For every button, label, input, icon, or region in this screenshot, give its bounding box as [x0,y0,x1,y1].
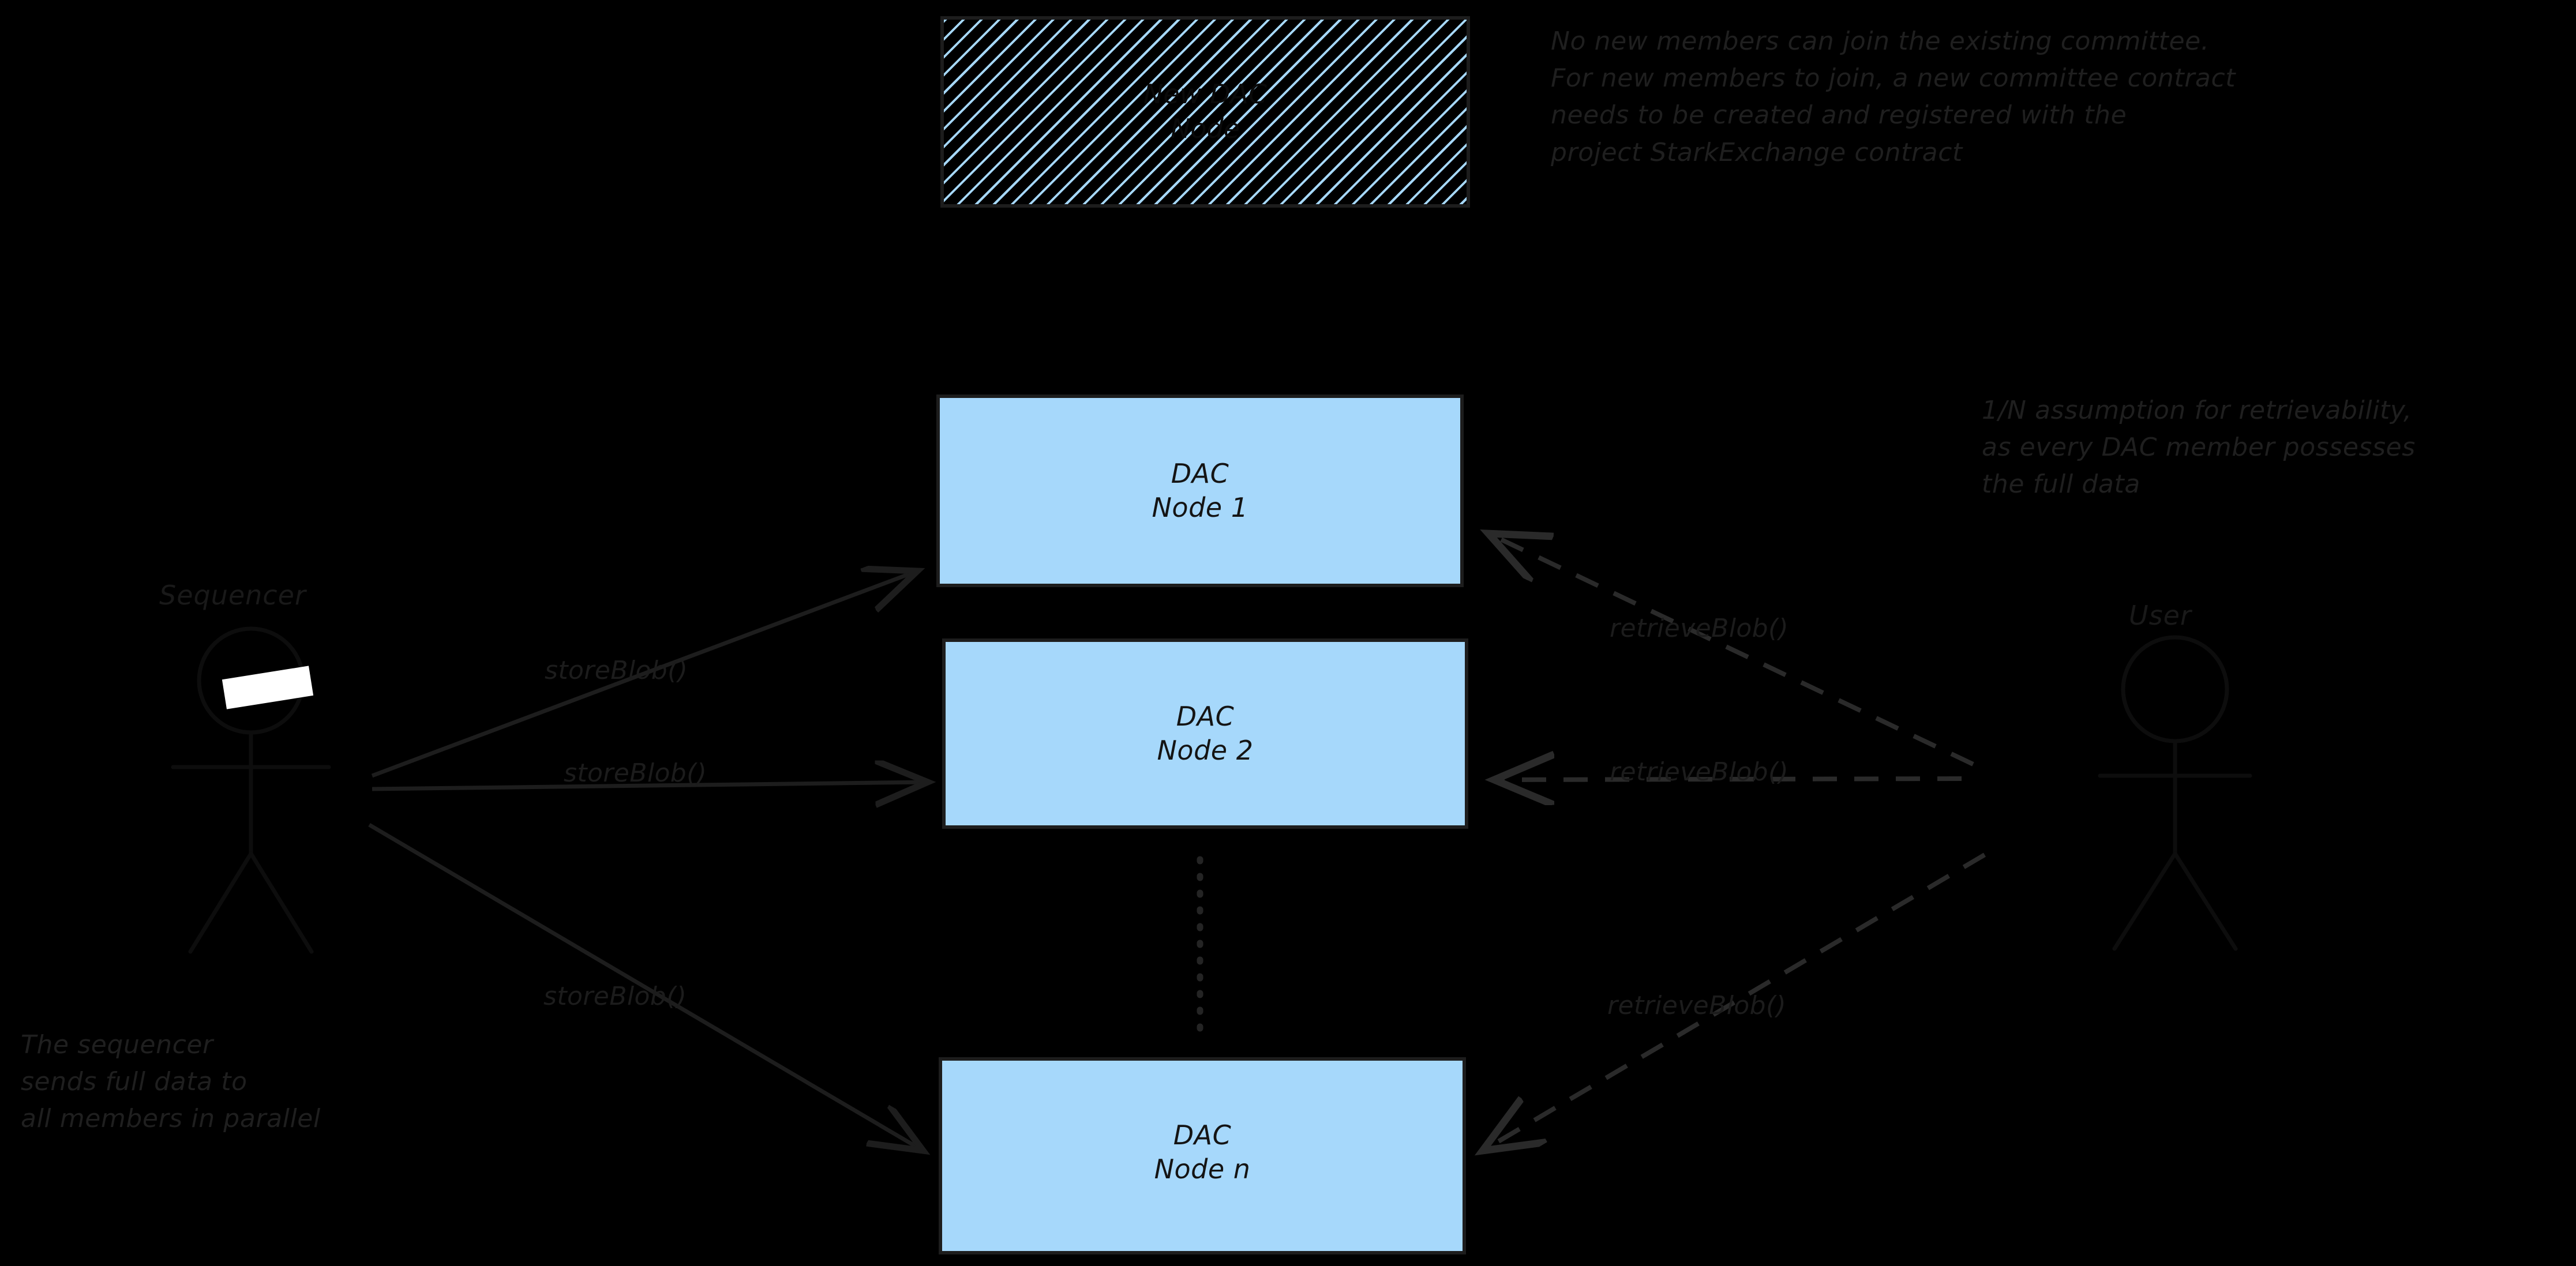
store-blob-label-n: storeBlob() [543,982,687,1011]
store-blob-arrow-n[interactable] [368,822,923,1151]
dac-node-2-box[interactable] [942,638,1468,829]
retrieve-blob-arrow-n[interactable] [1483,852,1986,1151]
store-blob-label-1: storeBlob() [545,656,688,685]
user-actor-icon [2098,635,2252,951]
retrieve-blob-label-n: retrieveBlob() [1607,991,1787,1020]
new-dac-node-label: New DAC Node [940,16,1470,208]
dac-node-2-line2: Node 2 [1157,735,1254,766]
committee-note: No new members can join the existing com… [1551,27,2236,167]
dac-node-n-box[interactable] [939,1057,1466,1254]
dac-node-2-label: DAC Node 2 [942,638,1468,829]
sequencer-actor-icon [171,626,331,954]
new-dac-node-line1: New DAC [1143,78,1267,110]
retrieve-blob-label-2: retrieveBlob() [1610,757,1789,787]
store-blob-arrow-1[interactable] [371,571,917,778]
sequencer-note: The sequencer sends full data to all mem… [21,1030,321,1134]
new-dac-node-line2: Node [1170,113,1240,144]
dac-node-n-line2: Node n [1154,1154,1251,1185]
store-blob-label-2: storeBlob() [564,758,707,788]
retrieve-blob-label-1: retrieveBlob() [1610,614,1789,643]
new-dac-node-box[interactable] [940,16,1470,208]
retrieve-blob-arrow-2[interactable] [1494,779,1962,780]
store-blob-arrow-2[interactable] [372,782,928,789]
dac-node-n-label: DAC Node n [939,1057,1466,1248]
dac-node-1-label: DAC Node 1 [936,395,1464,587]
dac-node-1-line2: Node 1 [1152,492,1248,523]
sequencer-label: Sequencer [159,580,306,611]
sequencer-highlight-band [222,666,314,709]
dac-node-1-box[interactable] [936,395,1464,587]
dac-node-n-line1: DAC [1173,1120,1232,1151]
dac-node-1-line1: DAC [1171,458,1229,490]
retrieve-blob-arrow-1[interactable] [1488,534,1974,767]
dac-node-2-line1: DAC [1176,701,1235,732]
user-label: User [2129,600,2192,631]
retrievability-note: 1/N assumption for retrievability, as ev… [1982,396,2416,499]
